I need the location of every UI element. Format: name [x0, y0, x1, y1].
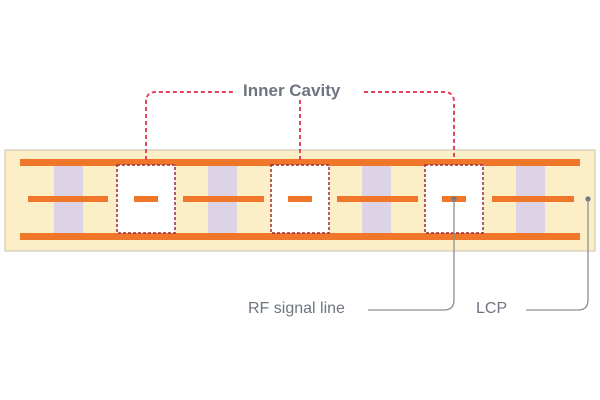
top-ground-plane: [20, 159, 580, 166]
signal-segment: [337, 196, 418, 202]
lcp-label: LCP: [476, 300, 508, 317]
signal-segment: [492, 196, 574, 202]
lcp-leader: [526, 196, 591, 311]
signal-segment: [183, 196, 264, 202]
signal-layer-segments: [28, 196, 574, 202]
signal-segment: [28, 196, 108, 202]
rf-signal-line: [134, 196, 158, 202]
rf-leader-line: [368, 199, 455, 311]
lcp-leader-line: [526, 199, 589, 311]
bottom-ground-plane: [20, 233, 580, 240]
rf-signal-line-leader: [368, 196, 457, 311]
inner-cavity-callout: [145, 91, 455, 160]
inner-cavity-label: Inner Cavity: [243, 81, 341, 100]
inner-cavities: [116, 164, 484, 234]
rf-signal-line-label: RF signal line: [248, 300, 345, 317]
callout-bracket-left: [145, 91, 236, 160]
callout-bracket-right: [364, 91, 455, 160]
rf-signal-line: [288, 196, 312, 202]
